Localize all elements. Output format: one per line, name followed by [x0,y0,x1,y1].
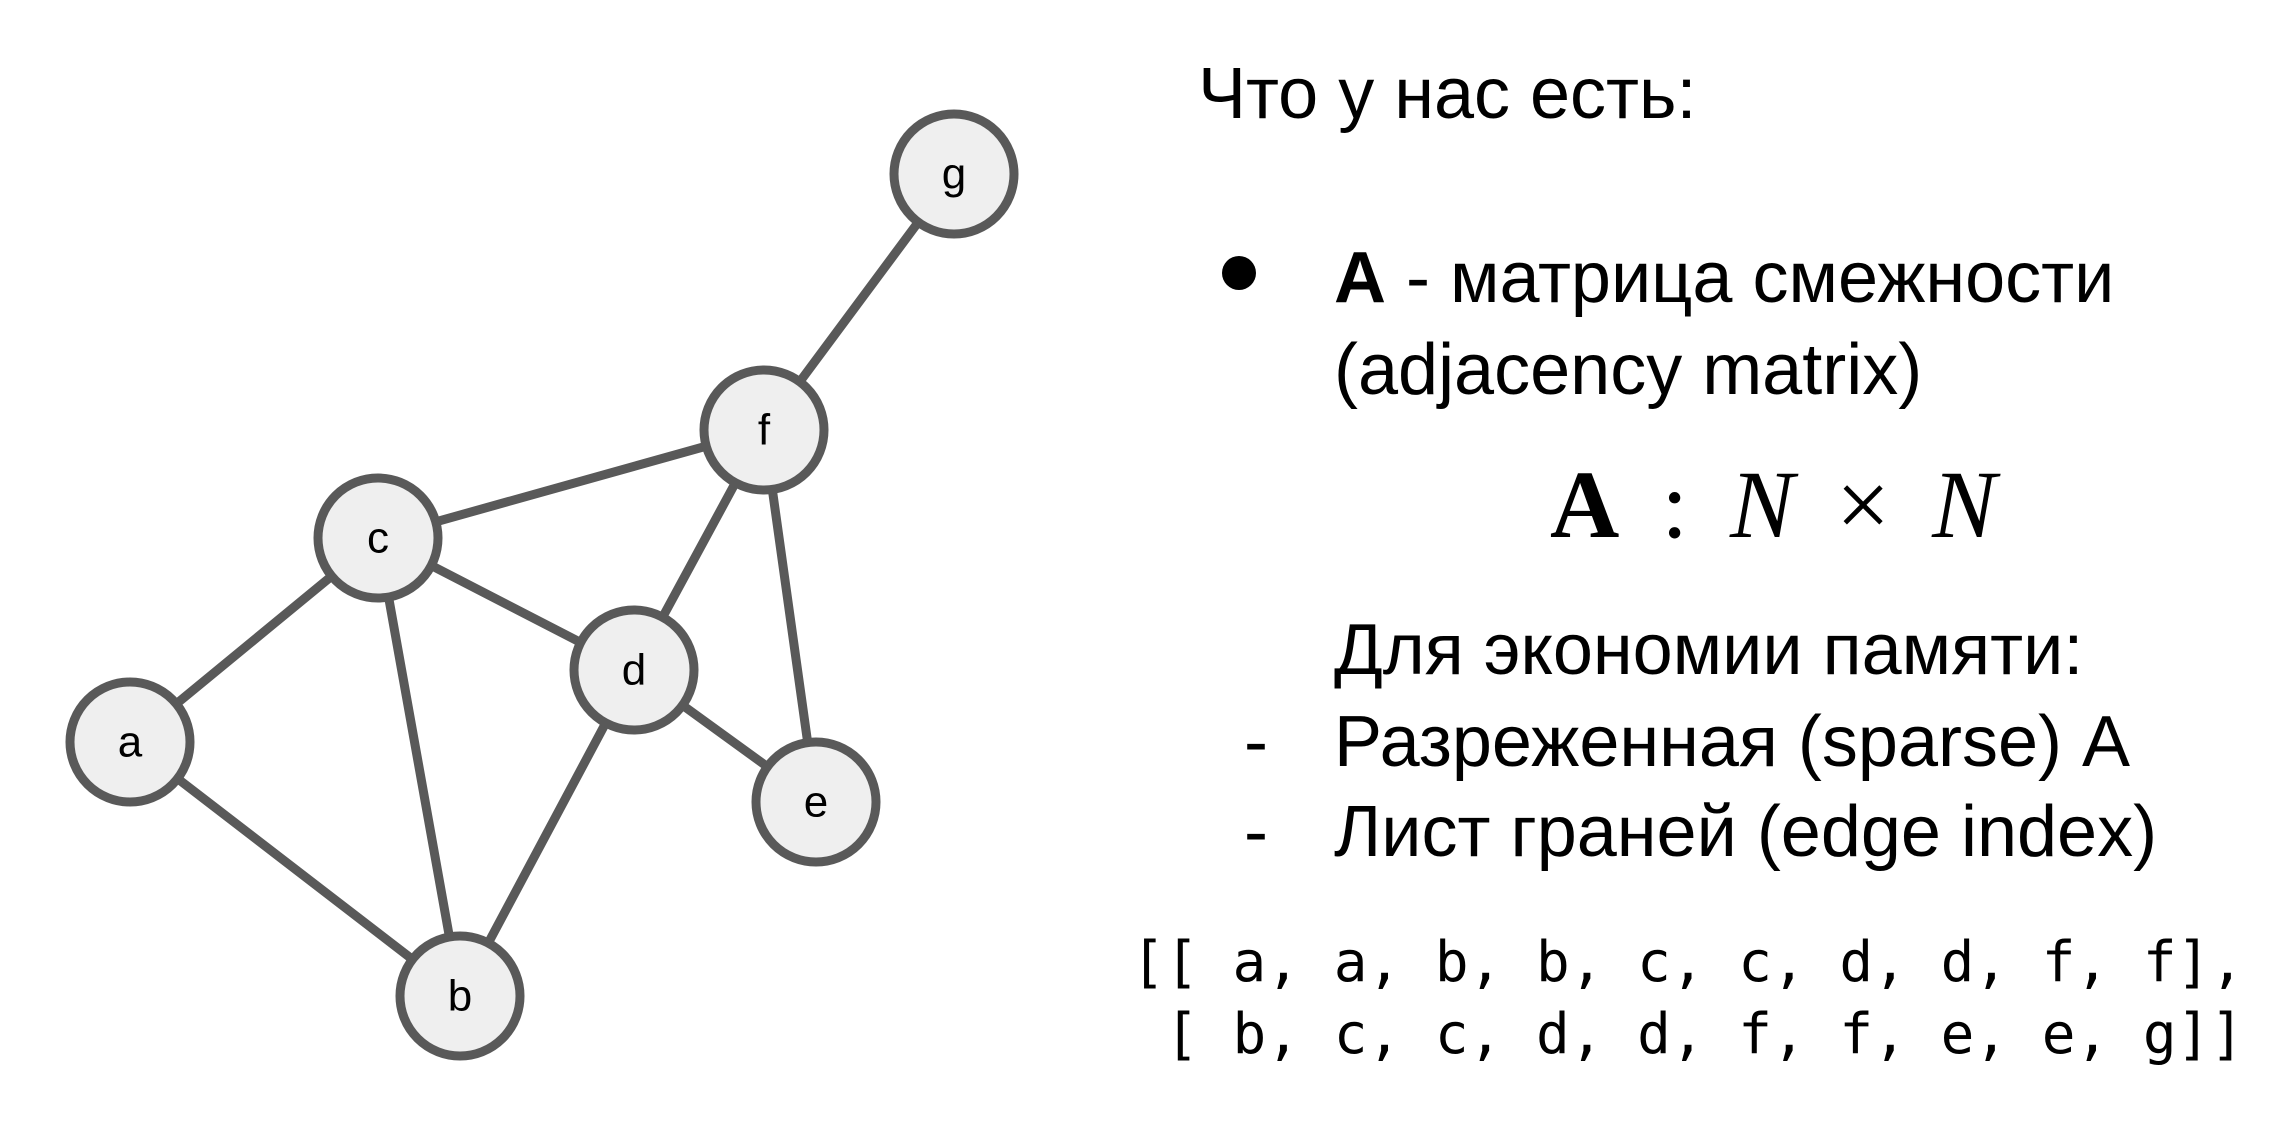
node-label-g: g [942,150,966,199]
node-g: g [889,109,1019,239]
node-circle-c [313,473,443,603]
node-label-e: e [804,778,828,827]
node-f: f [699,365,829,495]
node-circle-d [569,605,699,735]
edge-c-f [373,425,769,543]
bullet-description: - матрица смежности [1386,238,2115,318]
node-b: b [395,931,525,1061]
formula: A : N × N [1550,450,1996,560]
node-label-a: a [118,718,143,767]
formula-matrix-a: A [1550,451,1620,558]
nodes-layer: a b c d e f g [65,109,1019,1061]
bullet-line-2: (adjacency matrix) [1334,330,1923,410]
edge-index-row-1: [[ a, a, b, b, c, c, d, d, f, f], [1131,930,2244,995]
option-sparse: Разреженная (sparse) A [1334,702,2131,782]
option-edge-index: Лист граней (edge index) [1334,792,2158,872]
edge-index-row-2: [ b, c, c, d, d, f, f, e, e, g]] [1131,1002,2244,1067]
node-circle-b [395,931,525,1061]
formula-n-cols: N [1932,451,1997,558]
edge-a-b [125,737,465,1001]
edges-layer [125,169,959,1001]
node-label-b: b [448,972,472,1021]
node-label-f: f [758,406,771,455]
bullet-bold-a: A [1334,238,1386,318]
edge-b-c [373,533,465,1001]
heading: Что у нас есть: [1198,54,1697,134]
node-circle-a [65,677,195,807]
node-circle-f [699,365,829,495]
bullet-line-1: A - матрица смежности [1334,236,2114,320]
dash-2: - [1244,792,1268,872]
node-label-d: d [622,646,646,695]
node-e: e [751,737,881,867]
formula-times: × [1836,451,1891,558]
node-circle-e [751,737,881,867]
memory-heading: Для экономии памяти: [1334,610,2084,690]
node-c: c [313,473,443,603]
node-d: d [569,605,699,735]
formula-n-rows: N [1730,451,1795,558]
formula-colon: : [1661,451,1688,558]
graph-diagram: a b c d e f g [65,109,1019,1061]
dash-1: - [1244,702,1268,782]
node-label-c: c [367,514,389,563]
node-circle-g [889,109,1019,239]
node-a: a [65,677,195,807]
bullet-dot [1222,256,1256,290]
